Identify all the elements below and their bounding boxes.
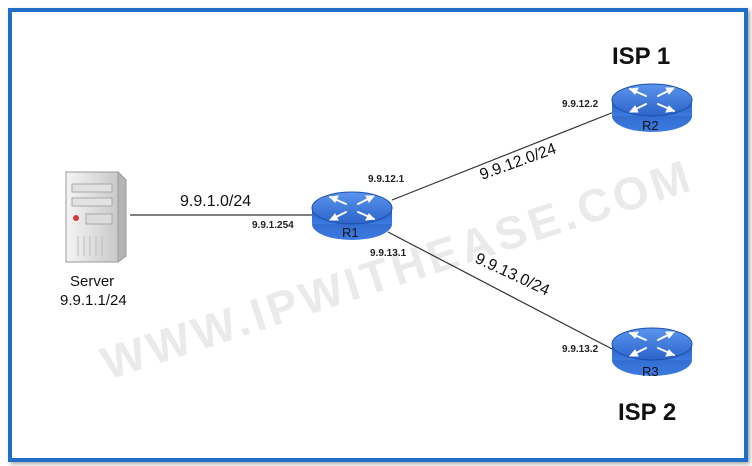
r1-ip-r2-link: 9.9.12.1 xyxy=(368,174,405,185)
r1-ip-r3-link: 9.9.13.1 xyxy=(370,248,407,259)
r1-ip-server-link: 9.9.1.254 xyxy=(252,220,294,231)
link-r1-r3 xyxy=(387,231,615,351)
isp2-label: ISP 2 xyxy=(618,399,676,426)
r3-ip: 9.9.13.2 xyxy=(562,344,599,355)
router-r1-label: R1 xyxy=(342,225,359,240)
router-r3-label: R3 xyxy=(642,364,659,379)
server-ip: 9.9.1.1/24 xyxy=(60,292,127,309)
r2-ip: 9.9.12.2 xyxy=(562,99,599,110)
server-label: Server xyxy=(70,273,114,290)
link-r1-r2 xyxy=(391,111,615,201)
server-icon xyxy=(64,170,128,263)
isp1-label: ISP 1 xyxy=(612,43,670,70)
network-label-server-r1: 9.9.1.0/24 xyxy=(180,193,251,210)
router-r2-label: R2 xyxy=(642,118,659,133)
network-label-r1-r2: 9.9.12.0/24 xyxy=(478,140,559,183)
